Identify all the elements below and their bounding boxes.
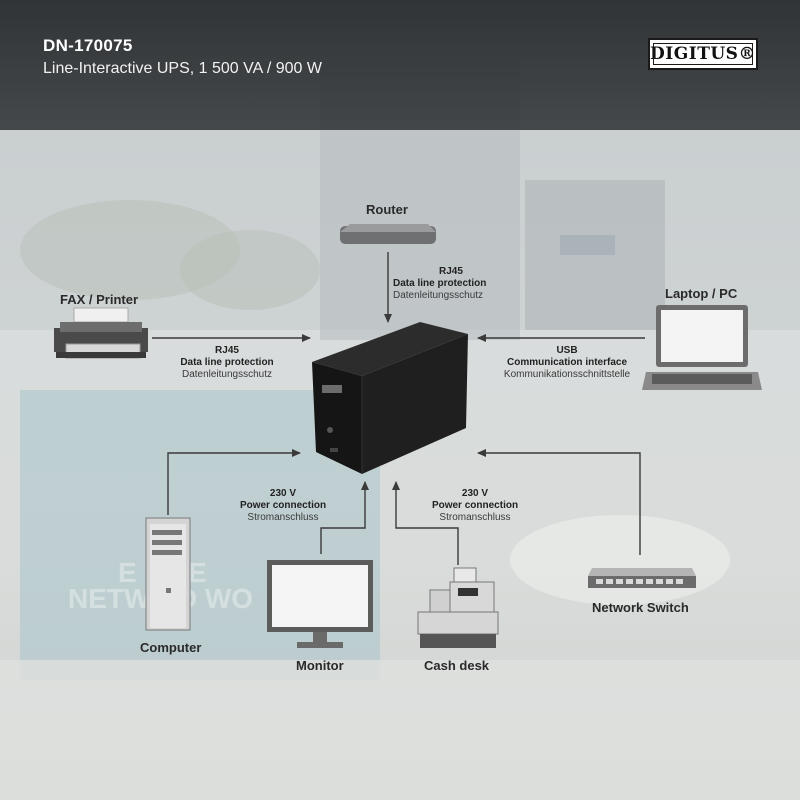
label-monitor: Monitor (296, 658, 344, 673)
monitor-icon (267, 560, 373, 648)
computer-arrow (167, 449, 301, 515)
note-router: RJ45 Data line protection Datenleitungss… (393, 266, 487, 301)
cashdesk-arrow (392, 481, 459, 565)
label-laptop-pc: Laptop / PC (665, 286, 738, 301)
digitus-logo: DIGITUS® (648, 38, 758, 70)
label-cash-desk: Cash desk (424, 658, 490, 673)
note-fax: RJ45 Data line protection Datenleitungss… (180, 345, 274, 380)
note-power-left: 230 V Power connection Stromanschluss (239, 488, 327, 523)
note-power-right: 230 V Power connection Stromanschluss (431, 488, 519, 523)
ups-icon (312, 322, 468, 474)
laptop-icon (642, 305, 762, 390)
header-band: DN-170075 Line-Interactive UPS, 1 500 VA… (0, 0, 800, 130)
printer-icon (54, 307, 148, 359)
computer-icon (145, 517, 191, 631)
product-subtitle: Line-Interactive UPS, 1 500 VA / 900 W (43, 60, 322, 77)
monitor-arrow (320, 481, 369, 554)
model-number: DN-170075 (43, 36, 133, 55)
note-laptop: USB Communication interface Kommunikatio… (503, 345, 631, 380)
label-network-switch: Network Switch (592, 600, 689, 615)
switch-arrow (477, 449, 641, 555)
router-icon (340, 224, 436, 244)
cashdesk-icon (417, 567, 499, 648)
label-router: Router (366, 202, 408, 217)
logo-text: DIGITUS® (650, 44, 756, 64)
label-fax-printer: FAX / Printer (60, 292, 139, 307)
label-computer: Computer (140, 640, 202, 655)
switch-icon (588, 568, 696, 588)
